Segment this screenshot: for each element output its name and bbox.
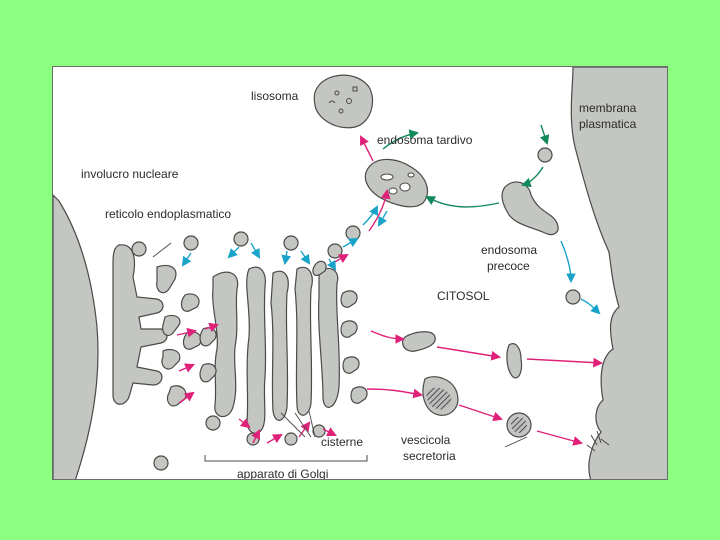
label-cisternae: cisterne xyxy=(321,435,364,449)
late-endosome xyxy=(364,158,428,208)
plasma-membrane xyxy=(570,67,667,479)
label-lysosome: lisosoma xyxy=(251,89,299,103)
lysosome xyxy=(313,74,374,129)
nuclear-envelope xyxy=(53,194,99,479)
label-golgi: apparato di Golgi xyxy=(237,467,329,480)
transport-vesicles xyxy=(402,331,523,379)
label-early-endosome-1: endosoma xyxy=(481,243,538,257)
label-early-endosome-2: precoce xyxy=(487,259,530,273)
secretory-arrows xyxy=(176,135,604,446)
endoplasmic-reticulum xyxy=(112,244,202,407)
label-plasma-membrane-1: membrana xyxy=(579,101,637,115)
endocytic-arrows xyxy=(382,124,550,208)
label-plasma-membrane-2: plasmatica xyxy=(579,117,637,131)
diagram-frame: lisosoma endosoma tardivo membrana plasm… xyxy=(52,66,668,480)
exocytosis-site xyxy=(586,430,610,452)
label-nuclear-envelope: involucro nucleare xyxy=(81,167,179,181)
vesicles xyxy=(131,147,581,471)
retrieval-arrows xyxy=(181,205,601,315)
label-secretory-vesicle-1: vescicola xyxy=(401,433,451,447)
label-secretory-vesicle-2: secretoria xyxy=(403,449,456,463)
label-late-endosome: endosoma tardivo xyxy=(377,133,473,147)
label-er: reticolo endoplasmatico xyxy=(105,207,232,221)
early-endosome xyxy=(501,181,559,236)
secretory-vesicles xyxy=(422,376,532,438)
leader-lines xyxy=(152,242,528,448)
golgi-apparatus xyxy=(199,260,368,434)
golgi-bracket xyxy=(204,455,368,462)
cell-diagram xyxy=(53,67,667,479)
label-cytosol: CITOSOL xyxy=(437,289,490,303)
